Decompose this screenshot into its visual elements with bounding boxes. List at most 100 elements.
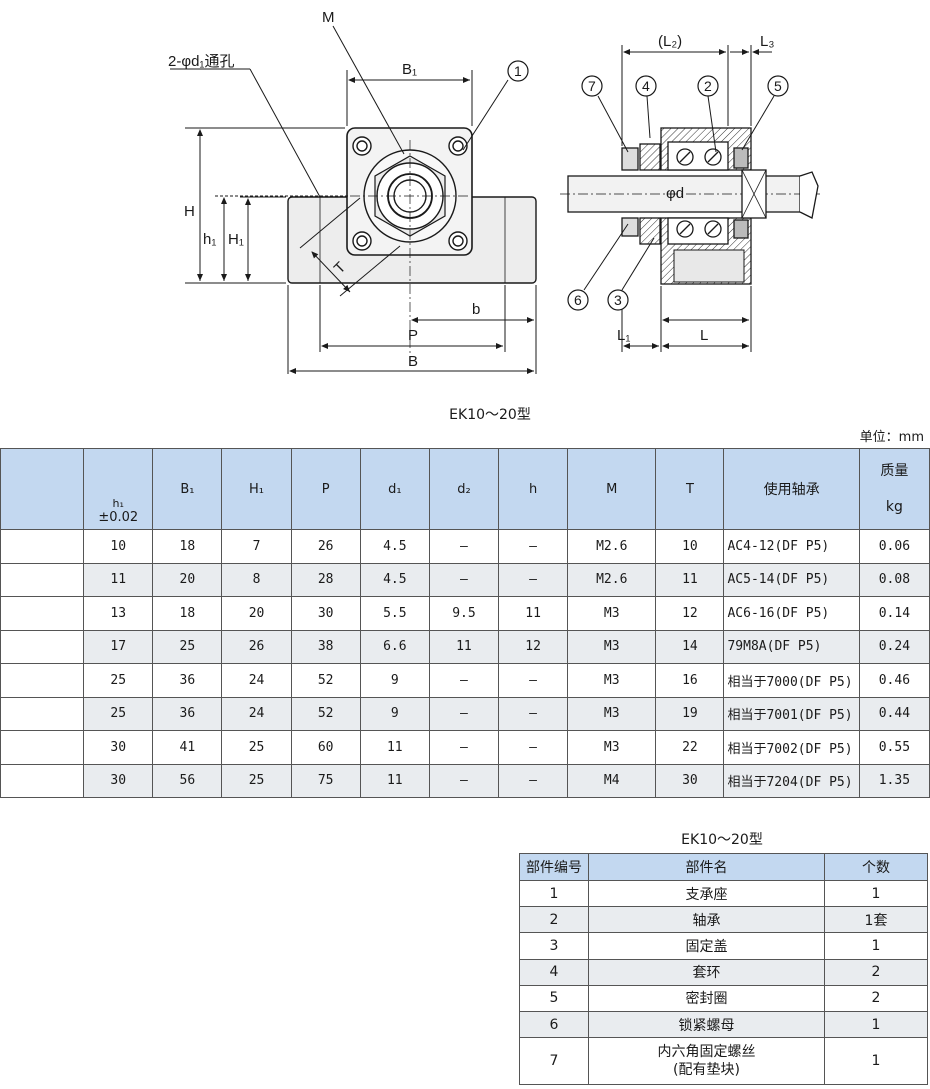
cell-mass: 1.35 bbox=[858, 763, 930, 798]
cell-H1: 20 bbox=[221, 596, 292, 631]
cell-T: 19 bbox=[655, 696, 725, 731]
cell-T: 30 bbox=[655, 763, 725, 798]
part-name: 锁紧螺母 bbox=[588, 1010, 825, 1039]
part-name-line2: (配有垫块) bbox=[673, 1062, 740, 1079]
header-mass: 质量 kg bbox=[858, 448, 930, 530]
label-P: P bbox=[408, 327, 418, 344]
label-holes: 2-φd₁通孔 bbox=[168, 53, 234, 70]
cell-P: 38 bbox=[290, 629, 361, 664]
cell-h: — bbox=[498, 529, 569, 564]
cell-bearing: AC5-14(DF P5) bbox=[723, 562, 860, 597]
cell-H1: 26 bbox=[221, 629, 292, 664]
row-blank-cell bbox=[0, 529, 85, 564]
cell-h1: 30 bbox=[83, 763, 154, 798]
cell-h: — bbox=[498, 763, 569, 798]
cell-M: M2.6 bbox=[567, 529, 657, 564]
cell-T: 14 bbox=[655, 629, 725, 664]
cell-B1: 41 bbox=[152, 730, 223, 765]
cell-T: 16 bbox=[655, 663, 725, 698]
cell-P: 52 bbox=[290, 696, 361, 731]
header-blank bbox=[0, 448, 85, 530]
cell-d1: 9 bbox=[359, 663, 430, 698]
header-h1: h₁ ±0.02 bbox=[83, 448, 154, 530]
cell-h: — bbox=[498, 562, 569, 597]
label-b: b bbox=[472, 301, 480, 318]
cell-d1: 5.5 bbox=[359, 596, 430, 631]
cell-d2: — bbox=[428, 696, 500, 731]
cell-M: M3 bbox=[567, 696, 657, 731]
label-M: M bbox=[322, 9, 335, 26]
part-qty: 1 bbox=[824, 932, 928, 960]
cell-d1: 4.5 bbox=[359, 529, 430, 564]
cell-H1: 25 bbox=[221, 763, 292, 798]
cell-B1: 18 bbox=[152, 596, 223, 631]
table-row: 7 内六角固定螺丝(配有垫块) 1 bbox=[519, 1037, 928, 1086]
cell-H1: 24 bbox=[221, 696, 292, 731]
part-name: 套环 bbox=[588, 958, 825, 986]
part-no: 6 bbox=[519, 1010, 589, 1039]
label-H1: H₁ bbox=[228, 231, 244, 248]
part-no: 5 bbox=[519, 984, 589, 1012]
part-name: 支承座 bbox=[588, 879, 825, 908]
label-L: L bbox=[700, 327, 708, 344]
cell-mass: 0.55 bbox=[858, 730, 930, 765]
cell-d1: 11 bbox=[359, 763, 430, 798]
section-view bbox=[560, 45, 820, 352]
label-c6: 6 bbox=[574, 292, 582, 308]
part-name: 密封圈 bbox=[588, 984, 825, 1012]
header-d1: d₁ bbox=[359, 448, 430, 530]
cell-T: 12 bbox=[655, 596, 725, 631]
part-qty: 1 bbox=[824, 879, 928, 908]
cell-T: 22 bbox=[655, 730, 725, 765]
label-c2: 2 bbox=[704, 78, 712, 94]
corner-screws bbox=[352, 136, 468, 251]
cell-d2: — bbox=[428, 730, 500, 765]
cell-d1: 9 bbox=[359, 696, 430, 731]
cell-H1: 25 bbox=[221, 730, 292, 765]
cell-M: M3 bbox=[567, 629, 657, 664]
cell-M: M3 bbox=[567, 663, 657, 698]
cell-h1: 30 bbox=[83, 730, 154, 765]
cell-d1: 6.6 bbox=[359, 629, 430, 664]
cell-h1: 25 bbox=[83, 663, 154, 698]
cell-B1: 25 bbox=[152, 629, 223, 664]
cell-mass: 0.06 bbox=[858, 529, 930, 564]
cell-H1: 24 bbox=[221, 663, 292, 698]
label-c3: 3 bbox=[614, 292, 622, 308]
cell-h1: 17 bbox=[83, 629, 154, 664]
cell-bearing: AC6-16(DF P5) bbox=[723, 596, 860, 631]
label-phid: φd bbox=[666, 185, 684, 202]
cell-h1: 10 bbox=[83, 529, 154, 564]
cell-M: M3 bbox=[567, 730, 657, 765]
caption-parts: EK10～20型 bbox=[681, 832, 763, 848]
row-blank-cell bbox=[0, 629, 85, 664]
cell-h: — bbox=[498, 730, 569, 765]
parts-header-row: 部件编号 部件名 个数 bbox=[519, 853, 928, 881]
cell-bearing: 相当于7001(DF P5) bbox=[723, 696, 860, 731]
header-T: T bbox=[655, 448, 725, 530]
label-c7: 7 bbox=[588, 78, 596, 94]
cell-d1: 11 bbox=[359, 730, 430, 765]
part-no: 7 bbox=[519, 1037, 589, 1086]
cell-M: M4 bbox=[567, 763, 657, 798]
header-h: h bbox=[498, 448, 569, 530]
cell-h: — bbox=[498, 696, 569, 731]
cell-bearing: 79M8A(DF P5) bbox=[723, 629, 860, 664]
cell-B1: 36 bbox=[152, 696, 223, 731]
part-qty: 1 bbox=[824, 1037, 928, 1086]
caption-top: EK10～20型 bbox=[449, 407, 531, 423]
header-H1: H₁ bbox=[221, 448, 292, 530]
part-qty: 1套 bbox=[824, 906, 928, 934]
cell-mass: 0.44 bbox=[858, 696, 930, 731]
cell-mass: 0.46 bbox=[858, 663, 930, 698]
part-name-line1: 内六角固定螺丝 bbox=[657, 1044, 756, 1061]
cell-h: — bbox=[498, 663, 569, 698]
part-no: 3 bbox=[519, 932, 589, 960]
cell-h: 12 bbox=[498, 629, 569, 664]
